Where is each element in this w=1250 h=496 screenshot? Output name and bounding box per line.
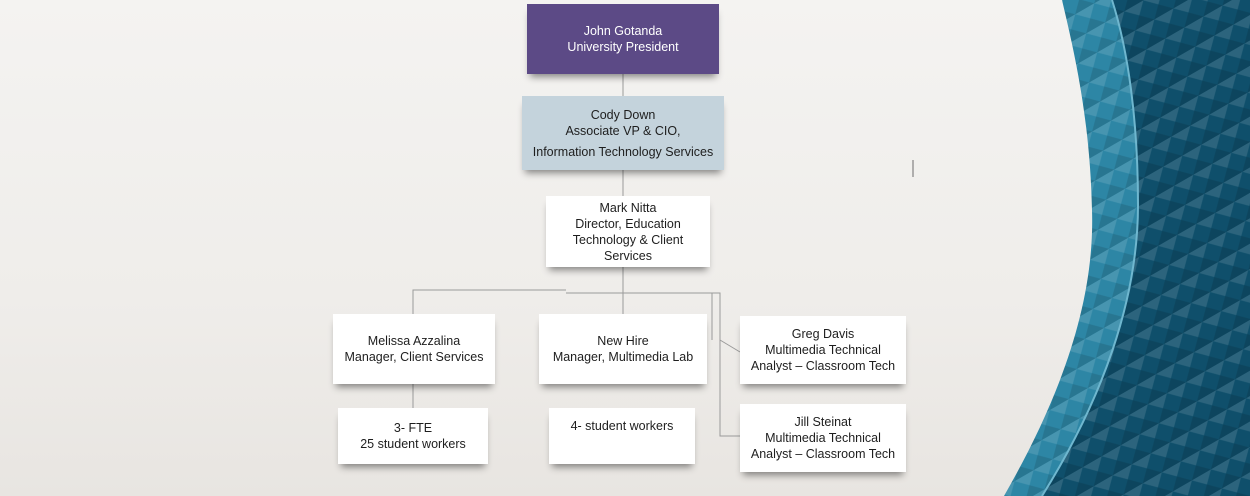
director-box: Mark Nitta Director, Education Technolog… (546, 196, 710, 267)
multimedia-staff-box: 4- student workers (549, 408, 695, 464)
cio-box: Cody Down Associate VP & CIO, Informatio… (522, 96, 724, 170)
director-title-line-2: Technology & Client (572, 232, 684, 247)
multimedia-manager-title: Manager, Multimedia Lab (552, 350, 694, 364)
cio-name: Cody Down (590, 107, 656, 122)
director-title-line-1: Director, Education (575, 216, 681, 231)
analyst-1-title-line-1: Multimedia Technical (765, 343, 881, 357)
director-title-line-3: Services (604, 248, 652, 263)
analyst-jill-steinat-box: Jill Steinat Multimedia Technical Analys… (740, 404, 906, 472)
president-name: John Gotanda (583, 24, 663, 38)
analyst-2-title-line-1: Multimedia Technical (765, 431, 881, 445)
multimedia-manager-box: New Hire Manager, Multimedia Lab (539, 314, 707, 384)
analyst-1-name: Greg Davis (791, 327, 855, 341)
client-services-staff-line-1: 3- FTE (393, 421, 433, 435)
client-services-manager-box: Melissa Azzalina Manager, Client Service… (333, 314, 495, 384)
president-title: University President (567, 40, 679, 54)
multimedia-staff-line-1: 4- student workers (570, 419, 674, 433)
client-services-manager-title: Manager, Client Services (344, 350, 484, 364)
analyst-2-title-line-2: Analyst – Classroom Tech (750, 447, 896, 461)
client-services-staff-line-2: 25 student workers (360, 437, 466, 451)
president-box: John Gotanda University President (527, 4, 719, 74)
analyst-2-name: Jill Steinat (794, 415, 852, 429)
client-services-staff-box: 3- FTE 25 student workers (338, 408, 488, 464)
director-name: Mark Nitta (599, 200, 657, 215)
analyst-greg-davis-box: Greg Davis Multimedia Technical Analyst … (740, 316, 906, 384)
cio-title-line-2: Information Technology Services (532, 144, 714, 159)
multimedia-manager-name: New Hire (597, 334, 649, 348)
analyst-1-title-line-2: Analyst – Classroom Tech (750, 359, 896, 373)
client-services-manager-name: Melissa Azzalina (367, 334, 461, 348)
cio-title-line-1: Associate VP & CIO, (565, 123, 681, 138)
